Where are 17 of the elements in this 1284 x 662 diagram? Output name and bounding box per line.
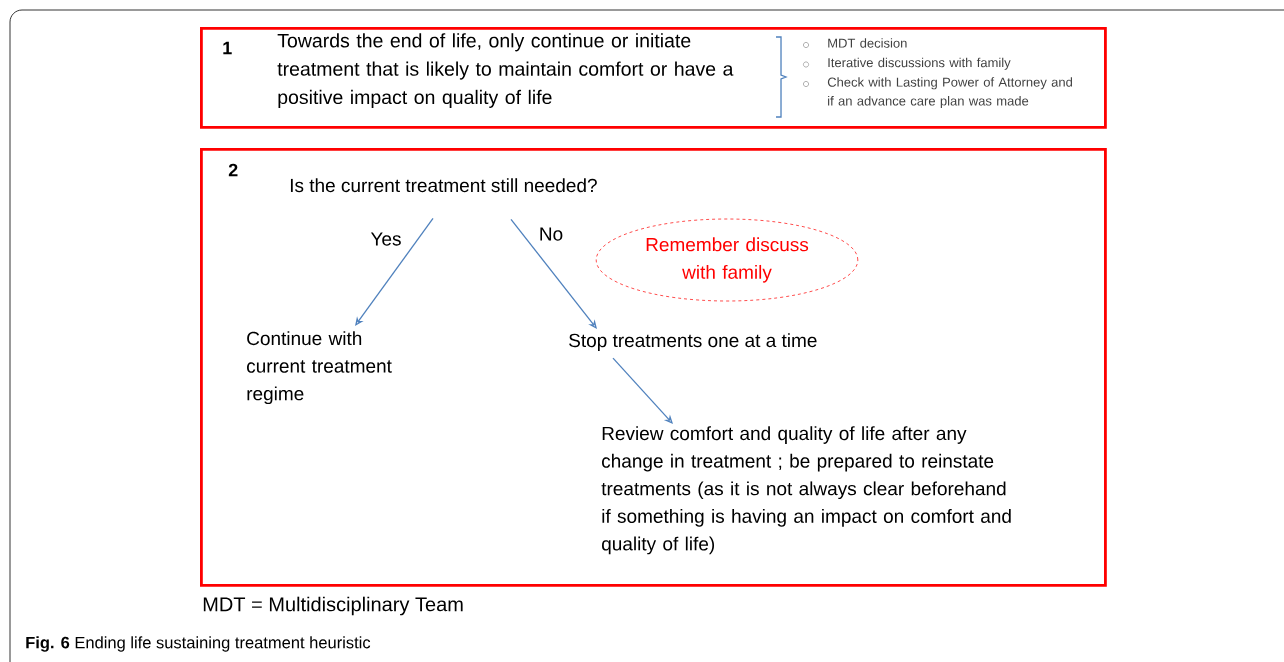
- panel-number: 2: [228, 163, 238, 177]
- bullet-item: Check with Lasting Power of Attorney and if an advance care plan was made: [827, 77, 1072, 109]
- note-text: MDT = Multidisciplinary Team: [203, 596, 463, 616]
- panel-number: 1: [223, 41, 232, 55]
- step-text: Stop treatments one at a time: [569, 333, 817, 351]
- arrow: [510, 218, 597, 329]
- step-text: Is the current treatment still needed?: [290, 178, 597, 193]
- bullet-item: MDT decision: [828, 38, 907, 48]
- step-text: Continue with current treatment regime: [247, 331, 392, 405]
- bullet-item: Iterative discussions with family: [828, 57, 1011, 70]
- arrow: [612, 357, 673, 424]
- statement-text: Towards the end of life, only continue or initiate treatment that is likely to maintain comfort or have a positive impact on quality of life: [277, 33, 734, 108]
- edge-label: Yes: [369, 231, 403, 247]
- step-text: Review comfort and quality of life after any change in treatment ; be prepared to reinstate treatments (as it is not always clear beforehand if something is having an impact on comfort and quality of life): [601, 426, 1011, 555]
- caption-text: Fig. 6 Ending life sustaining treatment heuristic: [26, 636, 371, 652]
- edge-label: No: [537, 226, 565, 242]
- arrow: [355, 217, 434, 326]
